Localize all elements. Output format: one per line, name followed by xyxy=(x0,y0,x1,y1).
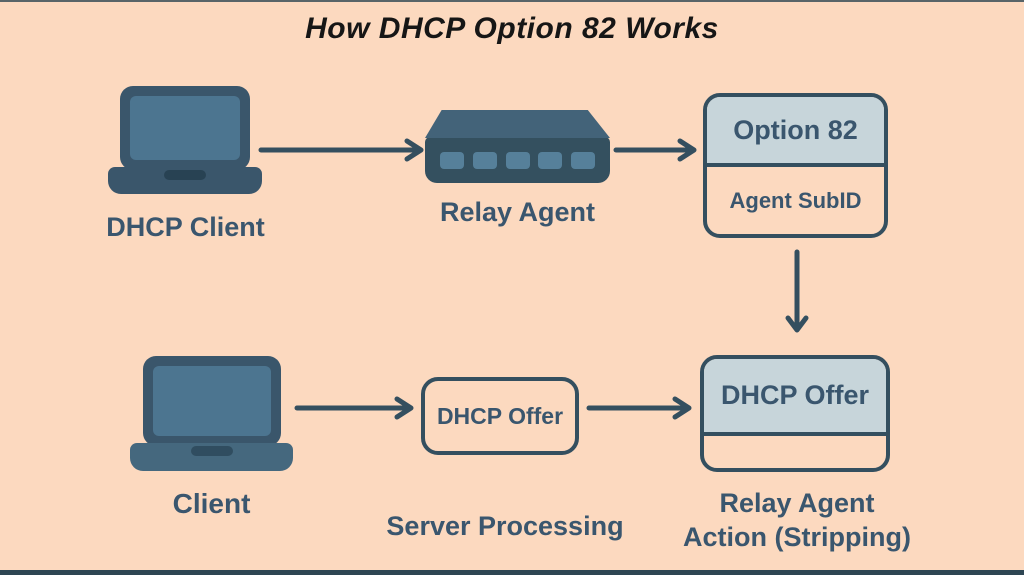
switch-port-icon xyxy=(440,151,464,169)
dhcp-offer-big-box: DHCP Offer xyxy=(700,355,890,472)
laptop-screen xyxy=(120,86,250,170)
switch-port-icon xyxy=(505,151,530,169)
laptop-screen xyxy=(142,356,281,446)
laptop-notch xyxy=(164,170,206,180)
arrow-client-to-relay xyxy=(258,138,424,162)
laptop-base xyxy=(130,443,293,471)
relay-action-line2: Action (Stripping) xyxy=(683,521,911,552)
relay-action-line1: Relay Agent xyxy=(719,488,875,518)
laptop-icon xyxy=(130,356,293,471)
option82-box-header: Option 82 xyxy=(707,97,884,167)
arrow-offer-to-relay-action xyxy=(586,396,692,420)
switch-port-icon xyxy=(472,151,497,169)
arrow-relay-to-option82 xyxy=(613,138,697,162)
relay-agent-label: Relay Agent xyxy=(439,197,596,227)
top-border xyxy=(0,0,1024,2)
laptop-icon xyxy=(108,86,262,194)
dhcp-offer-big-header: DHCP Offer xyxy=(704,359,886,436)
server-processing-label: Server Processing xyxy=(386,511,624,541)
dhcp-offer-small-box: DHCP Offer xyxy=(421,377,579,455)
switch-front-face xyxy=(425,137,610,183)
dhcp-client-label: DHCP Client xyxy=(106,212,265,242)
option82-box-body: Agent SubID xyxy=(729,187,862,213)
laptop-notch xyxy=(190,446,233,456)
laptop-base xyxy=(108,167,262,194)
arrow-option82-down xyxy=(785,249,809,333)
dhcp-offer-big-strip xyxy=(704,436,886,468)
relay-action-label: Relay Agent Action (Stripping) xyxy=(658,487,936,555)
switch-icon xyxy=(425,110,610,183)
option82-box: Option 82 Agent SubID xyxy=(703,93,888,238)
arrow-client-to-offer xyxy=(294,396,414,420)
client-label: Client xyxy=(172,488,251,519)
diagram-title: How DHCP Option 82 Works xyxy=(305,12,719,45)
laptop-display xyxy=(130,96,240,160)
switch-top-face xyxy=(425,110,610,138)
bottom-border xyxy=(0,570,1024,575)
switch-port-icon xyxy=(538,151,563,169)
switch-port-icon xyxy=(571,151,595,169)
laptop-display xyxy=(152,366,271,436)
